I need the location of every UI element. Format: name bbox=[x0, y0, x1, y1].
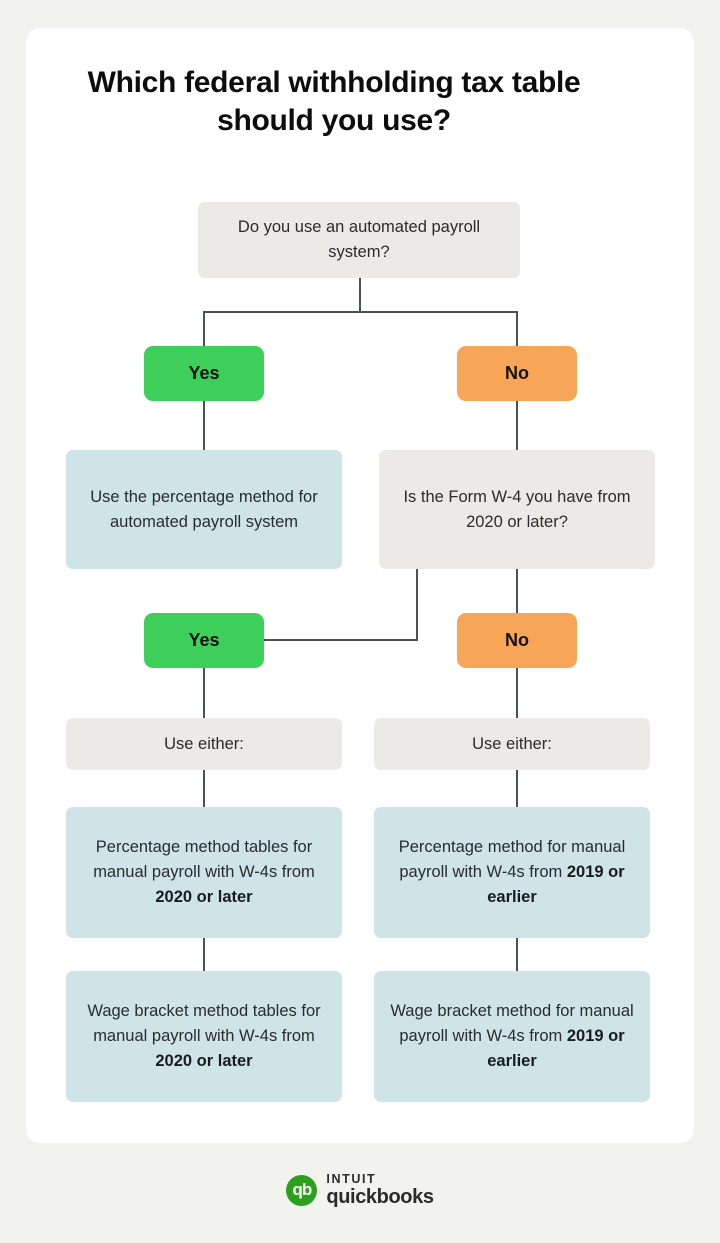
node-second-question[interactable]: Is the Form W-4 you have from 2020 or la… bbox=[379, 450, 655, 569]
node-right-result-percentage[interactable]: Percentage method for manual payroll wit… bbox=[374, 807, 650, 938]
node-automated-outcome-label: Use the percentage method for automated … bbox=[90, 487, 318, 531]
connector-yes2-to-useeither bbox=[203, 668, 205, 718]
node-use-either-left-label: Use either: bbox=[164, 734, 244, 753]
node-answer-yes-2-label: Yes bbox=[188, 630, 220, 650]
logo-quickbooks-text: quickbooks bbox=[326, 1186, 434, 1209]
node-right-result-percentage-label: Percentage method for manual payroll wit… bbox=[374, 835, 650, 910]
connector-no2-to-useeither bbox=[516, 668, 518, 718]
logo-wordmark: INTUIT quickbooks bbox=[326, 1172, 434, 1209]
node-left-result-percentage[interactable]: Percentage method tables for manual payr… bbox=[66, 807, 342, 938]
left-result-1-plain: Percentage method tables for manual payr… bbox=[93, 838, 315, 881]
connector-left-useeither-to-r1 bbox=[203, 770, 205, 807]
left-result-2-plain: Wage bracket method tables for manual pa… bbox=[87, 1002, 321, 1045]
connector-to-yes1 bbox=[203, 311, 205, 347]
node-right-result-wage-bracket[interactable]: Wage bracket method for manual payroll w… bbox=[374, 971, 650, 1102]
intuit-quickbooks-logo: qb INTUIT quickbooks bbox=[0, 1172, 720, 1209]
connector-left-r1-to-r2 bbox=[203, 938, 205, 971]
node-right-result-wage-bracket-label: Wage bracket method for manual payroll w… bbox=[374, 999, 650, 1074]
quickbooks-mark-text: qb bbox=[292, 1180, 313, 1200]
page-title: Which federal withholding tax table shou… bbox=[87, 66, 581, 137]
node-answer-no-2[interactable]: No bbox=[457, 613, 577, 668]
connector-no1-to-q2 bbox=[516, 400, 518, 450]
quickbooks-mark-icon: qb bbox=[286, 1175, 318, 1207]
node-left-result-wage-bracket[interactable]: Wage bracket method tables for manual pa… bbox=[66, 971, 342, 1102]
right-result-1-bold: 2019 or earlier bbox=[487, 863, 625, 906]
node-answer-yes-2[interactable]: Yes bbox=[144, 613, 264, 668]
node-root-question[interactable]: Do you use an automated payroll system? bbox=[198, 202, 520, 278]
node-automated-outcome[interactable]: Use the percentage method for automated … bbox=[66, 450, 342, 569]
node-use-either-left[interactable]: Use either: bbox=[66, 718, 342, 770]
connector-yes1-to-outcome bbox=[203, 400, 205, 450]
left-result-1-bold: 2020 or later bbox=[155, 888, 253, 906]
connector-q1-stem bbox=[359, 277, 361, 312]
logo-intuit-text: INTUIT bbox=[326, 1172, 377, 1186]
connector-to-no1 bbox=[516, 311, 518, 347]
node-answer-no-1[interactable]: No bbox=[457, 346, 577, 401]
node-answer-yes-1[interactable]: Yes bbox=[144, 346, 264, 401]
right-result-2-plain: Wage bracket method for manual payroll w… bbox=[390, 1002, 634, 1045]
connector-q2-yes-elbow bbox=[263, 639, 418, 641]
node-use-either-right[interactable]: Use either: bbox=[374, 718, 650, 770]
right-result-2-bold: 2019 or earlier bbox=[487, 1027, 625, 1070]
right-result-1-plain: Percentage method for manual payroll wit… bbox=[398, 838, 626, 881]
left-result-2-bold: 2020 or later bbox=[155, 1052, 253, 1070]
node-left-result-percentage-label: Percentage method tables for manual payr… bbox=[66, 835, 342, 910]
connector-q2-yes-stem bbox=[416, 568, 418, 640]
connector-q1-split bbox=[204, 311, 517, 313]
node-left-result-wage-bracket-label: Wage bracket method tables for manual pa… bbox=[66, 999, 342, 1074]
node-root-question-label: Do you use an automated payroll system? bbox=[237, 218, 481, 261]
connector-right-useeither-to-r1 bbox=[516, 770, 518, 807]
node-answer-yes-1-label: Yes bbox=[188, 363, 220, 383]
node-answer-no-2-label: No bbox=[505, 630, 529, 650]
node-answer-no-1-label: No bbox=[505, 363, 529, 383]
node-use-either-right-label: Use either: bbox=[472, 734, 552, 753]
node-second-question-label: Is the Form W-4 you have from 2020 or la… bbox=[403, 487, 631, 531]
connector-right-r1-to-r2 bbox=[516, 938, 518, 971]
connector-q2-to-no2 bbox=[516, 568, 518, 618]
